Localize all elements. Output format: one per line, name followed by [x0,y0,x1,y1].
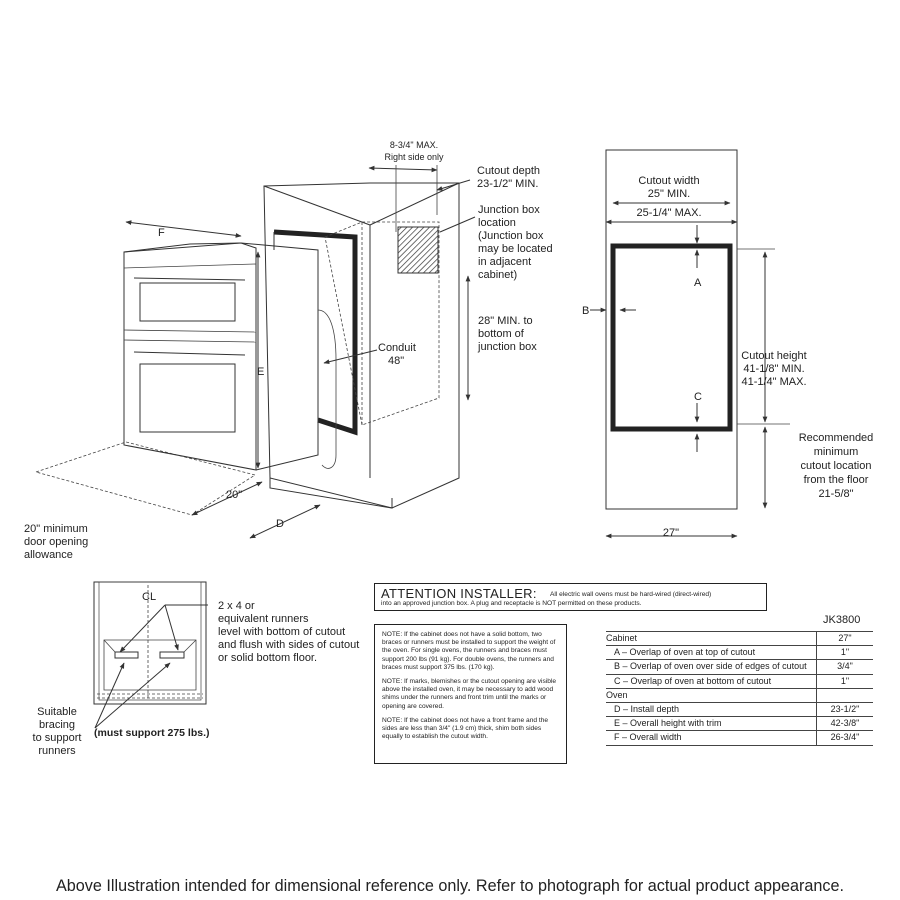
note-solid-bottom: NOTE: If the cabinet does not have a sol… [382,631,556,671]
svg-text:2 x 4 or: 2 x 4 or [218,600,255,612]
svg-text:and flush with sides of cutout: and flush with sides of cutout [218,639,359,651]
svg-text:8-3/4" MAX.: 8-3/4" MAX. [390,140,438,150]
label-a: A [694,277,702,289]
installation-notes: NOTE: If the cabinet does not have a sol… [374,624,567,764]
svg-text:21-5/8": 21-5/8" [818,488,853,500]
svg-text:may be located: may be located [478,243,553,255]
cutout-front-view [590,149,790,539]
svg-text:junction box: junction box [477,341,537,353]
cabinet-width-label: 27" [663,527,679,539]
svg-text:level with bottom of cutout: level with bottom of cutout [218,626,345,638]
svg-text:Suitable: Suitable [37,706,77,718]
svg-text:Right side only: Right side only [384,152,444,162]
junction-box [397,226,439,274]
cutout-opening [610,243,733,432]
footer-disclaimer: Above Illustration intended for dimensio… [56,877,844,895]
svg-text:or solid bottom floor.: or solid bottom floor. [218,652,317,664]
svg-text:48": 48" [388,355,404,367]
oven-front [123,242,257,471]
dim-f-label: F [158,227,165,239]
svg-text:41-1/4" MAX.: 41-1/4" MAX. [741,376,806,388]
svg-text:20" minimum: 20" minimum [24,523,88,535]
svg-text:runners: runners [38,745,76,757]
label-c: C [694,391,702,403]
label-b: B [582,305,589,317]
svg-text:allowance: allowance [24,549,73,561]
svg-text:25-1/4" MAX.: 25-1/4" MAX. [636,207,701,219]
cabinet-front [605,149,738,510]
svg-text:location: location [478,217,516,229]
attention-line-1: All electric wall ovens must be hard-wir… [550,591,712,598]
svg-text:to support: to support [33,732,82,744]
svg-text:28" MIN. to: 28" MIN. to [478,315,533,327]
svg-text:23-1/2" MIN.: 23-1/2" MIN. [477,178,538,190]
svg-text:in adjacent: in adjacent [478,256,531,268]
cavity-outline [324,221,440,426]
depth-20-label: 20" [226,489,242,501]
svg-text:25" MIN.: 25" MIN. [648,188,690,200]
svg-text:cutout location: cutout location [801,460,872,472]
note-front-frame: NOTE: If the cabinet does not have a fro… [382,716,549,741]
recommended-location-label: Recommended minimum cutout location from… [799,432,874,500]
oven-cabinet-illustration [34,165,476,539]
svg-text:bottom of: bottom of [478,328,525,340]
svg-text:Conduit: Conduit [378,342,416,354]
attention-installer-box: ATTENTION INSTALLER: All electric wall o… [374,583,767,611]
svg-text:equivalent runners: equivalent runners [218,613,309,625]
note-marks-blemishes: NOTE: If marks, blemishes or the cutout … [382,678,557,710]
upper-oven-window [139,282,236,322]
dim-e-label: E [257,366,264,378]
runner-support-view [93,581,208,729]
svg-text:Cutout height: Cutout height [741,350,806,362]
cutout-width-label: Cutout width 25" MIN. 25-1/4" MAX. [636,175,701,219]
conduit-label: Conduit 48" [378,342,416,367]
spec-row: B – Overlap of oven over side of edges o… [606,659,873,675]
junction-box-label: Junction box location (Junction box may … [478,204,553,281]
side-max-label: 8-3/4" MAX. Right side only [384,140,444,162]
door-allowance-outline [34,441,256,516]
svg-text:door opening: door opening [24,536,88,548]
attention-title: ATTENTION INSTALLER: [381,586,537,601]
junction-height-label: 28" MIN. to bottom of junction box [477,315,537,353]
door-allowance-label: 20" minimum door opening allowance [24,523,88,561]
attention-line-2: into an approved junction box. A plug an… [381,600,642,607]
runners-note: 2 x 4 or equivalent runners level with b… [218,600,359,664]
spec-row: Oven [606,688,873,704]
model-number: JK3800 [823,614,861,626]
cutout-height-label: Cutout height 41-1/8" MIN. 41-1/4" MAX. [741,350,806,388]
lower-oven-window [139,363,236,433]
cutout-frame [273,229,358,436]
centerline-label: CL [142,591,156,603]
svg-text:(Junction box: (Junction box [478,230,544,242]
dim-d-label: D [276,518,284,530]
right-runner [159,651,185,659]
svg-text:cabinet): cabinet) [478,269,517,281]
svg-text:minimum: minimum [814,446,859,458]
svg-text:from the floor: from the floor [804,474,869,486]
svg-text:Junction box: Junction box [478,204,540,216]
svg-text:Cutout depth: Cutout depth [477,165,540,177]
must-support-label: (must support 275 lbs.) [94,727,210,739]
svg-text:bracing: bracing [39,719,75,731]
bracing-label: Suitable bracing to support runners [33,706,82,757]
svg-text:Recommended: Recommended [799,432,874,444]
svg-text:Cutout width: Cutout width [638,175,699,187]
left-runner [114,651,139,659]
svg-text:41-1/8" MIN.: 41-1/8" MIN. [743,363,804,375]
cutout-depth-label: Cutout depth 23-1/2" MIN. [477,165,540,190]
